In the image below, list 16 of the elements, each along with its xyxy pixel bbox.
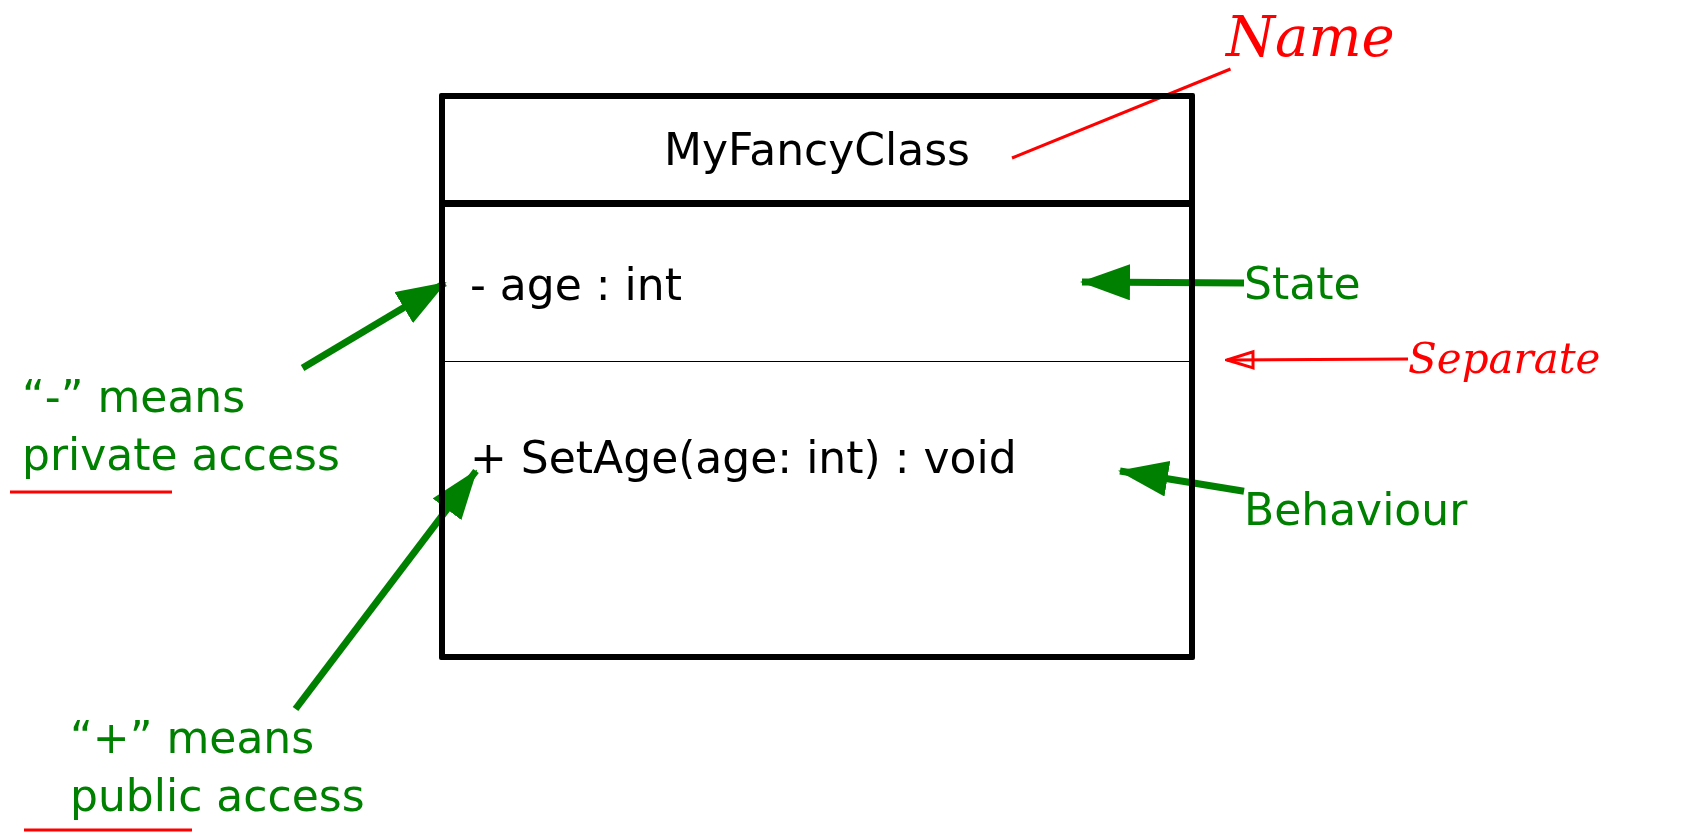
label-text: Behaviour xyxy=(1244,484,1468,535)
leader-line xyxy=(1011,67,1232,160)
arrow xyxy=(1080,264,1245,301)
class-box xyxy=(439,93,1195,660)
method-text: + SetAge(age: int) : void xyxy=(470,432,1018,483)
label-text: “-” means private access xyxy=(22,370,341,482)
attribute-text: - age : int xyxy=(470,259,683,310)
arrow xyxy=(292,468,479,712)
label-text: “+” means public access xyxy=(70,711,366,823)
label-text: State xyxy=(1244,258,1361,309)
arrow xyxy=(1118,461,1245,497)
arrow xyxy=(300,280,447,371)
label-text: Separate xyxy=(1408,334,1601,383)
arrow xyxy=(1225,350,1408,370)
label-text: Name xyxy=(1226,4,1395,69)
class-name: MyFancyClass xyxy=(663,124,971,175)
